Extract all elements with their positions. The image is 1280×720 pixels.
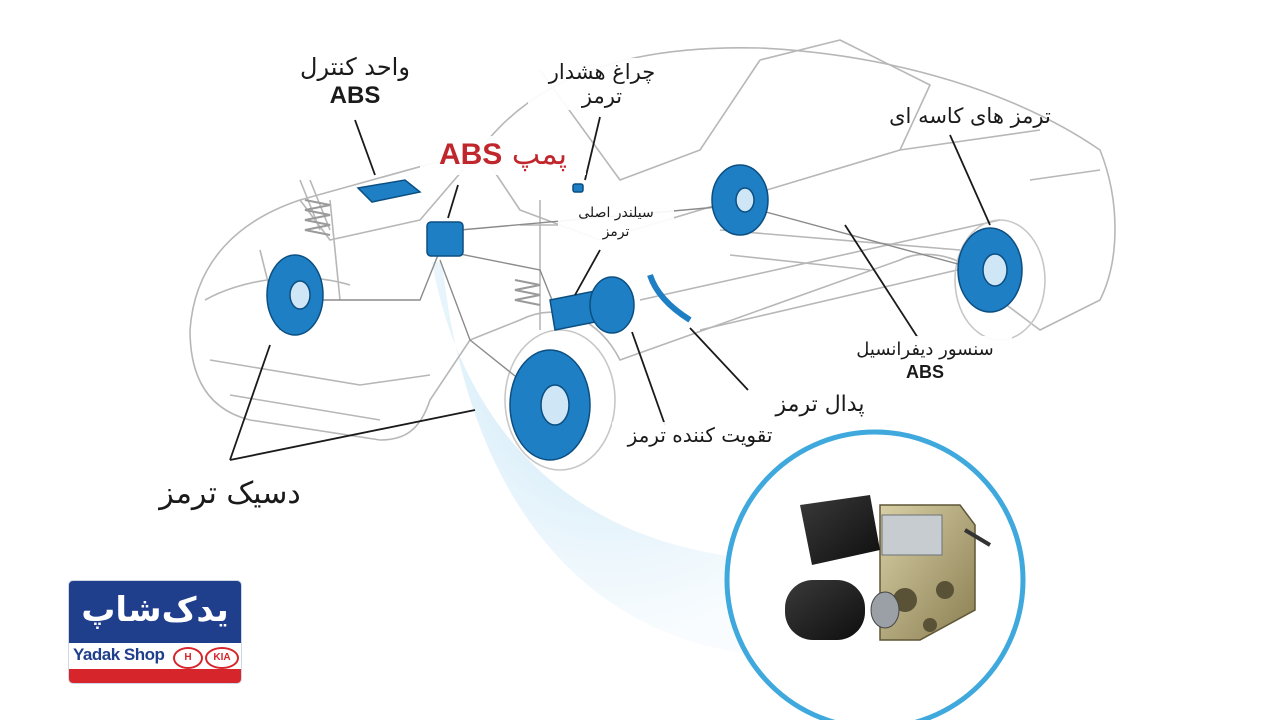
label-warning-light: چراغ هشدار ترمز [528,58,676,111]
label-abs-control-unit-line2: ABS [329,81,381,109]
label-disc-brake: دسیک ترمز [159,476,301,511]
label-abs-control-unit-line1: واحد کنترل [300,53,410,81]
label-differential-sensor-line2: ABS [905,362,944,383]
car-body [189,39,1116,471]
yadak-shop-logo: یدک‌شاپ Yadak Shop H KIA [69,581,241,683]
abs-control-module [356,179,422,203]
abs-pump [426,221,464,257]
label-abs-pump: ABS پمپ [420,136,586,175]
label-master-cylinder: سیلندر اصلی ترمز [558,202,674,244]
label-brake-pedal: پدال ترمز [752,390,888,420]
abs-components [266,164,1023,461]
label-brake-booster: تقویت کننده ترمز [612,422,788,449]
label-master-cylinder-line1: سیلندر اصلی [578,205,654,221]
kia-badge-icon: KIA [205,647,239,669]
hyundai-badge-icon: H [173,647,203,669]
label-master-cylinder-line2: ترمز [602,223,630,240]
logo-fa-text: یدک‌شاپ [69,581,241,643]
label-abs-pump-en: ABS [438,138,503,171]
label-warning-light-line2: ترمز [581,84,623,109]
label-drum-brakes: ترمز های کاسه ای [889,104,1051,128]
brake-booster [589,276,635,334]
label-differential-sensor-line1: سنسور دیفرانسیل [856,339,994,360]
springs [304,199,541,306]
leader-lines [229,116,991,461]
warning-lamp [572,183,584,193]
abs-module-photo [785,495,992,641]
logo-red-bar [69,669,241,683]
label-differential-sensor: سنسور دیفرانسیل ABS [838,336,1012,387]
brake-pedal [647,273,692,323]
zoom-beam [432,262,790,655]
label-abs-pump-fa: پمپ [511,137,568,172]
logo-en-text: Yadak Shop [73,645,165,664]
zoom-circle [724,429,1026,720]
label-warning-light-line1: چراغ هشدار [548,60,656,84]
label-abs-control-unit: واحد کنترل ABS [280,53,430,109]
